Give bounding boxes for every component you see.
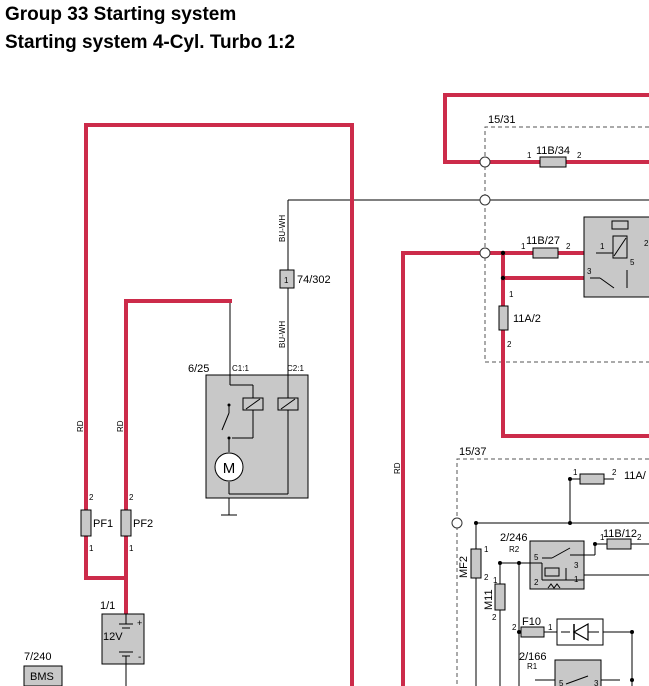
fuse-11b34-label: 11B/34 [536, 145, 570, 157]
power-wires [84, 93, 649, 686]
fuse-11b27: 1 2 11B/27 [521, 235, 571, 259]
fuse-11b12-label: 11B/12 [603, 528, 637, 540]
svg-text:2: 2 [129, 493, 134, 502]
fuse-f10-label: F10 [522, 616, 541, 628]
fuse-11a2: 1 2 11A/2 [498, 290, 541, 349]
fuse-mf2-label: MF2 [458, 556, 470, 578]
svg-text:2: 2 [507, 340, 512, 349]
relay-r2: 2/246 R2 5 3 2 1 [500, 532, 585, 590]
svg-text:5: 5 [559, 679, 564, 686]
svg-text:1: 1 [527, 151, 532, 160]
svg-text:+: + [137, 618, 142, 628]
fuse-m11-label: M11 [483, 589, 495, 610]
wire-label-buwh-1: BU-WH [278, 215, 287, 242]
wire-label-buwh-2: BU-WH [278, 321, 287, 348]
svg-text:3: 3 [594, 679, 599, 686]
starter-motor: 6/25 C1:1 C2:1 M [188, 363, 309, 499]
svg-text:1: 1 [600, 242, 605, 251]
svg-text:2: 2 [637, 533, 642, 542]
zone-upper-border [484, 126, 649, 363]
terminal-dots [474, 250, 634, 634]
svg-text:R2: R2 [509, 545, 520, 554]
svg-text:C2:1: C2:1 [287, 364, 304, 373]
svg-text:12V: 12V [103, 631, 123, 643]
svg-text:5: 5 [534, 553, 539, 562]
connector-label: 74/302 [297, 274, 331, 286]
svg-text:2: 2 [644, 239, 649, 248]
svg-text:1: 1 [89, 544, 94, 553]
motor-icon [214, 452, 244, 482]
fuse-11b12: 1 2 11B/12 [600, 528, 642, 550]
battery-label: 1/1 [100, 600, 115, 612]
svg-text:2: 2 [612, 468, 617, 477]
fuse-m11: 1 2 M11 [483, 576, 506, 622]
svg-text:5: 5 [630, 258, 635, 267]
diode-icon [556, 618, 604, 646]
svg-text:-: - [138, 652, 141, 663]
fuse-mf2: 1 2 MF2 [458, 545, 489, 582]
fuse-11b27-label: 11B/27 [526, 235, 560, 247]
svg-text:1: 1 [548, 623, 553, 632]
svg-text:1: 1 [129, 544, 134, 553]
wire-label-rd-1: RD [76, 420, 85, 432]
svg-text:1: 1 [521, 242, 526, 251]
svg-text:1: 1 [284, 276, 289, 285]
relay-r2-label: 2/246 [500, 532, 528, 544]
svg-text:1: 1 [600, 533, 605, 542]
fuse-pf1-label: PF1 [93, 518, 113, 530]
zone-lower-label: 15/37 [459, 446, 487, 458]
svg-text:2: 2 [512, 623, 517, 632]
relay-upper: 3 1 5 2 [583, 216, 649, 298]
fuse-11a-partial: 1 2 11A/ [573, 468, 647, 485]
svg-text:M: M [223, 460, 236, 477]
bms-ref-label: 7/240 [24, 651, 52, 663]
wire-label-rd-3: RD [393, 462, 402, 474]
zone-lower-border [456, 458, 649, 686]
svg-text:1: 1 [573, 468, 578, 477]
page-subtitle: Starting system 4-Cyl. Turbo 1:2 [5, 32, 295, 53]
junction-nodes [451, 156, 491, 529]
svg-text:3: 3 [574, 561, 579, 570]
page-title: Group 33 Starting system [5, 4, 237, 25]
starter-label: 6/25 [188, 363, 209, 375]
signal-wires [221, 199, 649, 686]
svg-text:1: 1 [484, 545, 489, 554]
fuse-pf2: 2 1 PF2 [120, 493, 153, 553]
connector-74-302: 1 74/302 [279, 269, 331, 289]
fuse-f10: 2 1 F10 [512, 616, 553, 638]
relay-r1: 2/166 R1 5 3 [519, 651, 634, 686]
svg-text:1: 1 [574, 575, 579, 584]
svg-text:1: 1 [509, 290, 514, 299]
svg-text:2: 2 [492, 613, 497, 622]
svg-text:2: 2 [577, 151, 582, 160]
wire-label-rd-2: RD [116, 420, 125, 432]
relay-r1-label: 2/166 [519, 651, 547, 663]
fuse-pf1: 2 1 PF1 [80, 493, 113, 553]
svg-text:R1: R1 [527, 662, 538, 671]
fuse-11b34: 1 2 11B/34 [527, 145, 582, 168]
fuse-pf2-label: PF2 [133, 518, 153, 530]
battery: 1/1 12V + - [100, 600, 145, 686]
bms-module: 7/240 BMS [23, 651, 63, 686]
svg-text:C1:1: C1:1 [232, 364, 249, 373]
zone-upper-label: 15/31 [488, 114, 516, 126]
svg-text:2: 2 [566, 242, 571, 251]
svg-text:2: 2 [89, 493, 94, 502]
svg-text:1: 1 [493, 576, 498, 585]
fuse-11a2-label: 11A/2 [513, 313, 541, 325]
fuse-11a-partial-label: 11A/ [624, 470, 647, 482]
svg-text:3: 3 [587, 267, 592, 276]
svg-text:2: 2 [484, 573, 489, 582]
svg-text:2: 2 [534, 578, 539, 587]
svg-text:BMS: BMS [30, 671, 54, 683]
